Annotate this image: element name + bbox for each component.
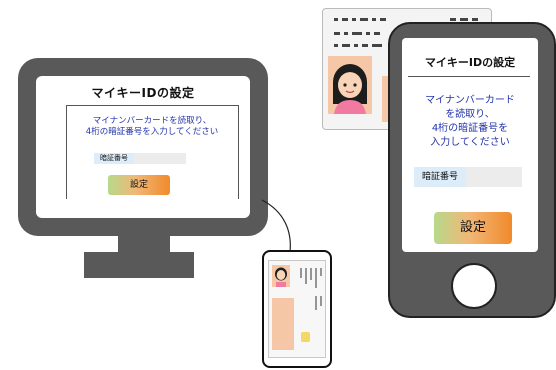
monitor-stand-neck (118, 236, 170, 254)
pc-divider (66, 105, 238, 106)
pc-page-title: マイキーIDの設定 (91, 86, 195, 100)
mobile-settings-button[interactable]: 設定 (434, 212, 512, 244)
mobile-message-line: 4桁の暗証番号を (431, 123, 509, 134)
mobile-message-line: 入力してください (430, 137, 510, 148)
card-text-placeholder (334, 18, 478, 47)
pc-pin-label: 暗証番号 (94, 153, 134, 164)
card-info-panel-small (272, 298, 294, 350)
mobile-message-line: マイナンバーカード (425, 95, 515, 106)
pc-pin-input[interactable] (134, 153, 186, 164)
card-text-placeholder-small (300, 268, 322, 310)
card-portrait-small (272, 265, 290, 287)
pc-frame-left (66, 105, 67, 199)
card-chip-icon (301, 332, 310, 342)
mobile-instruction-message: マイナンバーカード を読取り、 4桁の暗証番号を 入力してください (402, 94, 538, 150)
pc-message-line: 4桁の暗証番号を入力してください (85, 127, 219, 137)
mobile-pin-label: 暗証番号 (414, 167, 466, 187)
pc-frame-right (238, 105, 239, 199)
pc-settings-button[interactable]: 設定 (108, 175, 170, 195)
monitor-stand-base (84, 252, 194, 278)
home-button[interactable] (451, 263, 497, 309)
mobile-page-title: マイキーIDの設定 (424, 56, 516, 69)
mobile-message-line: を読取り、 (445, 109, 495, 120)
mobile-pin-input[interactable] (466, 167, 522, 187)
card-portrait (328, 56, 372, 114)
pc-instruction-message: マイナンバーカードを読取り、 4桁の暗証番号を入力してください (66, 116, 238, 138)
pc-message-line: マイナンバーカードを読取り、 (92, 116, 212, 126)
mobile-divider (408, 76, 530, 77)
